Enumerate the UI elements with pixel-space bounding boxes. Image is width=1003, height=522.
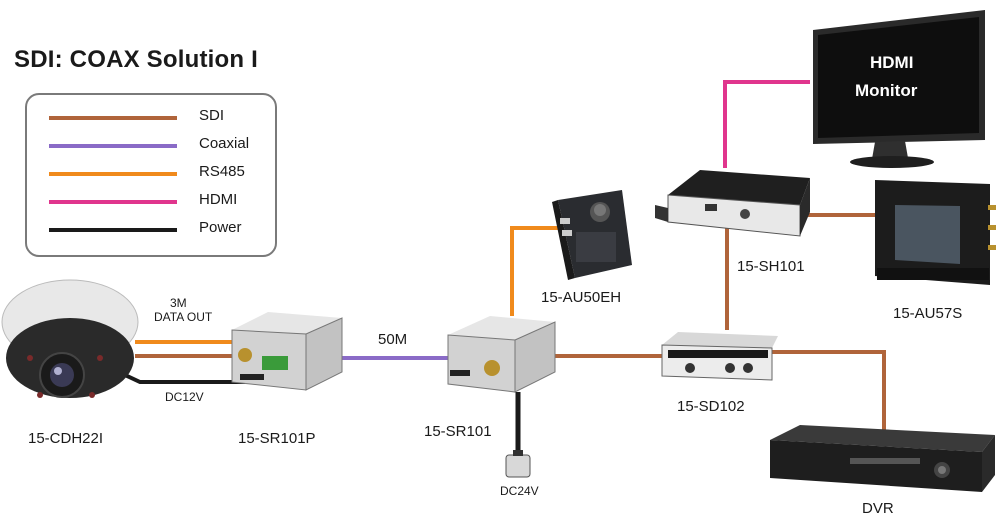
rs485-cable-sr101-au50eh xyxy=(510,226,558,316)
sd102-device xyxy=(661,332,778,381)
legend-item-coaxial: Coaxial xyxy=(49,135,269,157)
hdmi-cable xyxy=(723,80,810,168)
legend-label-sdi: SDI xyxy=(199,107,225,124)
legend-label-coaxial: Coaxial xyxy=(199,135,250,152)
legend-label-hdmi: HDMI xyxy=(199,191,238,208)
dome-camera xyxy=(1,279,139,398)
dc24v-label: DC24V xyxy=(500,484,539,498)
sd102-label: 15-SD102 xyxy=(677,398,745,415)
dc24v-adapter xyxy=(505,450,531,478)
sh101-label: 15-SH101 xyxy=(737,258,805,275)
dvr-device xyxy=(770,425,995,492)
sdi-cable-sd102-dvr xyxy=(772,350,886,436)
sr101p-device xyxy=(231,312,343,391)
data-out-length: 3M xyxy=(170,296,187,310)
sh101-device xyxy=(655,170,810,237)
au57s-label: 15-AU57S xyxy=(893,305,963,322)
sr101p-label: 15-SR101P xyxy=(238,430,316,447)
legend-item-rs485: RS485 xyxy=(49,163,269,185)
legend-label-rs485: RS485 xyxy=(199,163,245,180)
legend: SDI Coaxial RS485 HDMI Power xyxy=(25,93,277,257)
hdmi-monitor xyxy=(813,10,985,168)
legend-swatch-power xyxy=(49,228,177,232)
distance-label: 50M xyxy=(378,331,408,348)
dc12v-label: DC12V xyxy=(165,390,204,404)
legend-label-power: Power xyxy=(199,219,242,236)
au50eh-keyboard xyxy=(552,190,632,280)
legend-swatch-sdi xyxy=(49,116,177,120)
legend-swatch-hdmi xyxy=(49,200,177,204)
au50eh-label: 15-AU50EH xyxy=(541,289,622,306)
sr101-label: 15-SR101 xyxy=(424,423,492,440)
dvr-label: DVR xyxy=(862,500,894,517)
data-out-label: DATA OUT xyxy=(154,310,213,324)
monitor-label-line1: HDMI xyxy=(870,53,913,72)
au57s-device xyxy=(875,180,996,285)
monitor-label-line2: Monitor xyxy=(855,81,918,100)
legend-swatch-rs485 xyxy=(49,172,177,176)
sr101-device xyxy=(447,316,556,393)
legend-item-hdmi: HDMI xyxy=(49,191,269,213)
legend-item-sdi: SDI xyxy=(49,107,269,129)
camera-label: 15-CDH22I xyxy=(28,430,104,447)
page-title: SDI: COAX Solution I xyxy=(14,46,258,73)
legend-swatch-coaxial xyxy=(49,144,177,148)
legend-item-power: Power xyxy=(49,219,269,241)
